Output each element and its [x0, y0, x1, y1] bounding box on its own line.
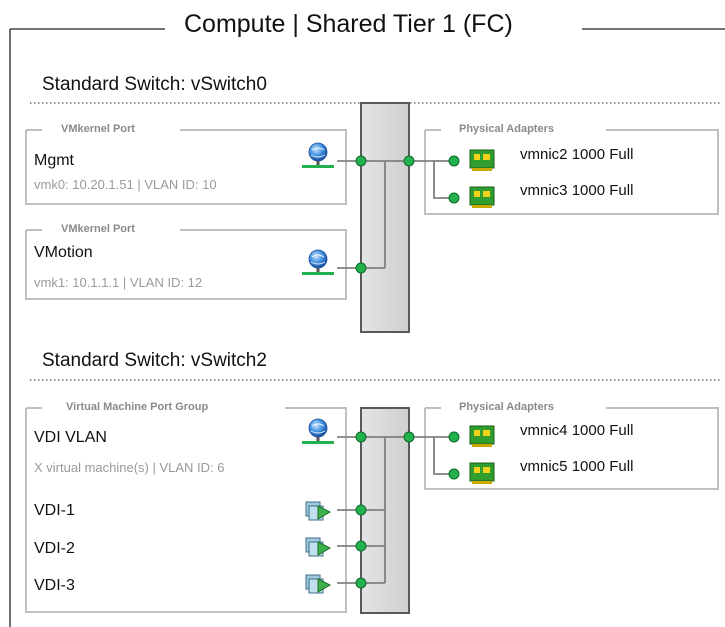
vswitch2-heading: Standard Switch: vSwitch2 — [42, 350, 267, 371]
physical-adapters-label: Physical Adapters — [453, 123, 560, 135]
portgroup-globe-icon — [302, 418, 334, 444]
nic-duplex: Full — [609, 182, 634, 199]
port-name-mgmt: Mgmt — [34, 152, 74, 169]
physical-adapters-group-vswitch0 — [424, 129, 719, 215]
virtual-machine-icon — [305, 537, 332, 557]
vswitch0-heading: Standard Switch: vSwitch0 — [42, 74, 267, 95]
port-detail-vdi-vlan: X virtual machine(s) | VLAN ID: 6 — [34, 460, 225, 475]
physical-adapters-group-vswitch2 — [424, 407, 719, 490]
vmkernel-globe-icon — [302, 249, 334, 275]
nic-row: vmnic3 1000 Full — [520, 182, 633, 199]
nic-name: vmnic5 — [520, 458, 568, 475]
nic-name: vmnic3 — [520, 182, 568, 199]
nic-card-icon — [469, 462, 495, 484]
nic-speed: 1000 — [571, 422, 606, 439]
nic-row: vmnic2 1000 Full — [520, 146, 633, 163]
nic-speed: 1000 — [571, 146, 606, 163]
vm-port-group-label: Virtual Machine Port Group — [60, 401, 215, 413]
nic-duplex: Full — [609, 422, 634, 439]
vm-name: VDI-2 — [34, 540, 75, 557]
vmkernel-port-group-vmotion — [25, 229, 347, 300]
virtual-machine-icon — [305, 574, 332, 594]
nic-duplex: Full — [609, 146, 634, 163]
vmkernel-globe-icon — [302, 142, 334, 168]
port-detail-vmotion: vmk1: 10.1.1.1 | VLAN ID: 12 — [34, 275, 203, 290]
vm-name: VDI-1 — [34, 502, 75, 519]
physical-adapters-label: Physical Adapters — [453, 401, 560, 413]
nic-name: vmnic2 — [520, 146, 568, 163]
vm-name: VDI-3 — [34, 577, 75, 594]
outer-frame — [9, 28, 725, 627]
nic-card-icon — [469, 149, 495, 171]
nic-card-icon — [469, 425, 495, 447]
port-detail-mgmt: vmk0: 10.20.1.51 | VLAN ID: 10 — [34, 177, 217, 192]
vswitch2-nodes — [355, 431, 460, 589]
nic-speed: 1000 — [571, 182, 606, 199]
nic-card-icon — [469, 186, 495, 208]
vmkernel-port-label: VMkernel Port — [55, 123, 141, 135]
nic-speed: 1000 — [571, 458, 606, 475]
virtual-machine-icon — [305, 501, 332, 521]
vmkernel-port-group-mgmt — [25, 129, 347, 205]
nic-duplex: Full — [609, 458, 634, 475]
vm-port-group-box — [25, 407, 347, 613]
diagram-title: Compute | Shared Tier 1 (FC) — [172, 10, 525, 39]
vswitch0-nodes — [355, 155, 460, 274]
nic-row: vmnic4 1000 Full — [520, 422, 633, 439]
port-name-vmotion: VMotion — [34, 244, 93, 261]
port-name-vdi-vlan: VDI VLAN — [34, 429, 107, 446]
nic-name: vmnic4 — [520, 422, 568, 439]
vmkernel-port-label: VMkernel Port — [55, 223, 141, 235]
nic-row: vmnic5 1000 Full — [520, 458, 633, 475]
